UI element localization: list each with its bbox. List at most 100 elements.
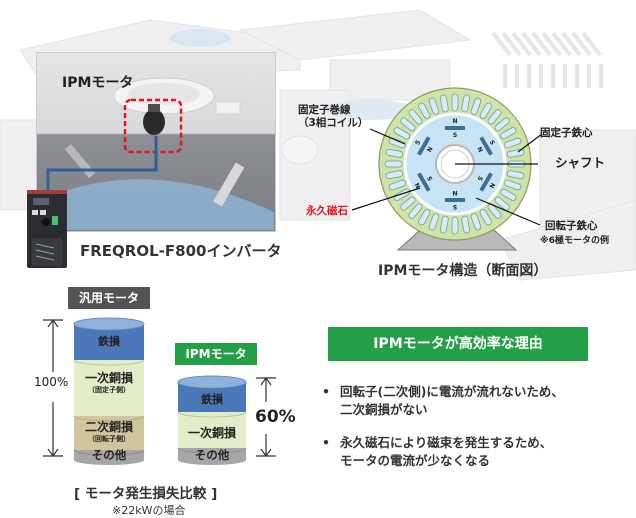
- pole-label-outer: S: [488, 139, 496, 146]
- winding-slot: [500, 188, 517, 201]
- winding-slot: [400, 117, 416, 132]
- winding-slot: [428, 213, 440, 231]
- ipm-motor-photo-icon: [143, 104, 165, 135]
- loss-cylinders: [43, 317, 276, 465]
- leader-rotor-core: [475, 197, 541, 226]
- ipm-motor-label: IPMモータ: [175, 343, 257, 365]
- winding-slot: [506, 170, 525, 180]
- leader-magnet: [351, 187, 421, 211]
- inverter-illustration: [27, 190, 67, 268]
- motor-structure-title: IPMモータ構造（断面図）: [378, 263, 548, 279]
- bullet-icon: •: [322, 384, 330, 399]
- motor-highlight-box: [123, 98, 183, 154]
- callout-stator-core: 固定子鉄心: [540, 127, 593, 139]
- winding-slot: [494, 196, 510, 211]
- inverter-label: FREQROL-F800インバータ: [80, 242, 282, 260]
- callout-pole-note: ※6極モータの例: [540, 236, 610, 246]
- winding-slot: [428, 97, 440, 115]
- winding-slot: [439, 215, 449, 234]
- ipm-total-percent: 60%: [255, 407, 296, 427]
- general-height-arrow: [43, 318, 63, 458]
- winding-slot: [388, 137, 406, 149]
- general-total-percent: 100%: [34, 375, 69, 389]
- ipm-height-arrow: [256, 376, 276, 458]
- general-secondary-copper-loss: 二次銅損: [84, 420, 133, 434]
- magnet-pole: NS: [445, 118, 465, 139]
- pole-label-inner: N: [475, 146, 484, 154]
- winding-slot: [384, 160, 403, 168]
- winding-slot: [393, 127, 410, 140]
- ipm-iron-loss: 鉄損: [201, 393, 223, 406]
- winding-slot: [439, 94, 449, 113]
- general-secondary-copper-loss-sub: （回転子側）: [88, 435, 130, 443]
- magnet-pole: SN: [445, 189, 465, 210]
- leader-stator-core: [517, 133, 543, 153]
- callout-stator-winding: 固定子巻線 （3相コイル）: [298, 104, 368, 130]
- leader-stator-winding: [369, 128, 406, 145]
- magnet-bar: [445, 126, 465, 130]
- winding-slot: [388, 179, 406, 191]
- pole-label-inner: S: [476, 175, 484, 182]
- reason-text-2: 永久磁石により磁束を発生するため、 モータの電流が少なくなる: [340, 435, 553, 468]
- magnet-pole: NS: [414, 172, 434, 192]
- callout-stator-winding-line1: 固定子巻線: [298, 104, 351, 116]
- winding-slot: [487, 203, 502, 219]
- ipm-other-loss: その他: [194, 448, 230, 462]
- pole-label-outer: N: [452, 118, 457, 125]
- ipm-motor-cylinder: [177, 375, 247, 465]
- winding-slot: [385, 170, 404, 180]
- magnet-pole: SN: [414, 136, 435, 156]
- winding-slot: [470, 213, 482, 231]
- bullet-icon: •: [322, 435, 330, 450]
- winding-slot: [385, 148, 404, 158]
- general-other-loss: その他: [91, 448, 127, 462]
- general-iron-loss: 鉄損: [98, 335, 120, 348]
- winding-slot: [393, 188, 410, 201]
- general-motor-label: 汎用モータ: [68, 287, 150, 309]
- pole-label-inner: S: [453, 132, 457, 139]
- pole-label-inner: S: [426, 175, 434, 182]
- pole-label-outer: S: [414, 139, 422, 146]
- winding-slot: [451, 216, 459, 235]
- magnet-bar: [445, 198, 465, 202]
- winding-slot: [461, 215, 471, 234]
- winding-slot: [487, 109, 502, 125]
- winding-slot: [400, 196, 416, 211]
- photo-details: [36, 77, 274, 230]
- winding-slot: [418, 209, 431, 226]
- ipm-motor-photo-label: IPMモータ: [62, 75, 134, 91]
- pole-label-outer: N: [414, 181, 423, 189]
- stator-winding-slots: [384, 93, 526, 235]
- winding-slot: [504, 179, 522, 191]
- winding-slot: [461, 94, 471, 113]
- pole-label-inner: N: [452, 189, 457, 196]
- winding-slot: [408, 109, 423, 125]
- winding-slot: [479, 102, 492, 119]
- winding-slot: [500, 127, 517, 140]
- pole-label-inner: N: [426, 146, 435, 154]
- general-primary-copper-loss-sub: （固定子側）: [88, 386, 130, 394]
- winding-slot: [504, 137, 522, 149]
- winding-slot: [470, 97, 482, 115]
- winding-slot: [479, 209, 492, 226]
- loss-comparison-caption: [ モータ発生損失比較 ]: [74, 486, 218, 502]
- reasons-heading: IPMモータが高効率な理由: [328, 327, 588, 361]
- winding-slot: [451, 93, 459, 112]
- magnet-bar: [417, 136, 431, 156]
- general-primary-copper-loss: 一次銅損: [84, 371, 133, 385]
- callout-stator-winding-line2: （3相コイル）: [298, 117, 369, 129]
- callout-permanent-magnet: 永久磁石: [306, 205, 348, 217]
- loss-comparison-note: ※22kWの場合: [112, 504, 186, 517]
- reason-text-1: 回転子(二次側)に電流が流れないため、 二次銅損がない: [340, 384, 564, 417]
- pole-label-outer: S: [453, 203, 457, 210]
- magnet-bar: [479, 172, 493, 192]
- winding-slot: [494, 117, 510, 132]
- magnet-pole: SN: [475, 136, 496, 156]
- callout-rotor-core: 回転子鉄心: [545, 220, 598, 232]
- winding-slot: [418, 102, 431, 119]
- winding-slot: [408, 203, 423, 219]
- magnet-bar: [417, 172, 431, 192]
- magnet-pole: NS: [476, 172, 496, 192]
